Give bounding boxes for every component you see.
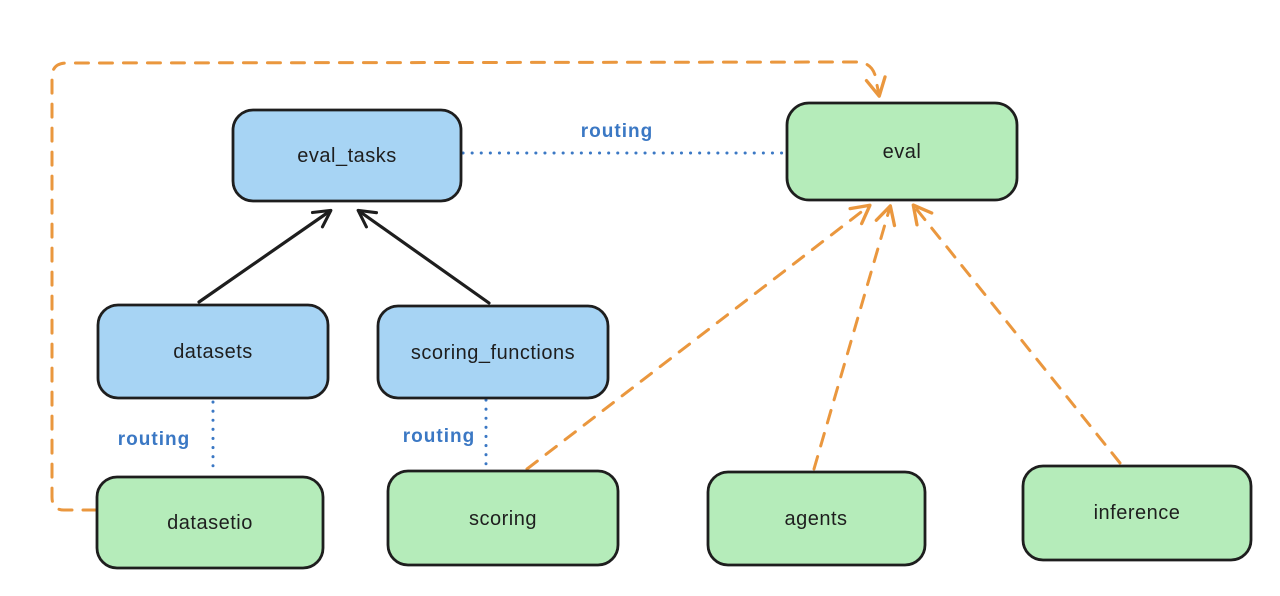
node-datasets-box <box>96 303 330 400</box>
node-scoring-box <box>386 469 620 567</box>
edge-scoring-functions-to-eval-tasks <box>356 208 491 305</box>
node-datasetio-box <box>95 475 325 570</box>
edge-inference-to-eval <box>911 203 1122 465</box>
node-eval-tasks: eval_tasks <box>231 108 463 203</box>
node-scoring: scoring <box>386 469 620 567</box>
node-eval-label: eval <box>883 141 922 163</box>
routing-label-eval-tasks-eval: routing <box>581 121 653 142</box>
node-datasetio-label: datasetio <box>167 512 253 534</box>
node-scoring-label: scoring <box>469 508 537 530</box>
node-scoring-functions-label: scoring_functions <box>411 342 575 364</box>
node-scoring-functions: scoring_functions <box>376 304 610 400</box>
edge-scoring-to-eval <box>525 203 872 471</box>
edge-agents-to-eval <box>812 204 897 471</box>
node-agents-label: agents <box>784 508 847 530</box>
node-datasets-label: datasets <box>173 341 253 363</box>
edge-datasetio-to-eval <box>50 60 887 512</box>
node-agents-box <box>706 470 927 567</box>
routing-label-scoring-functions-scoring: routing <box>403 426 475 447</box>
node-eval-tasks-label: eval_tasks <box>297 145 397 167</box>
node-inference: inference <box>1021 464 1253 562</box>
node-eval-box <box>785 101 1019 202</box>
node-eval-tasks-box <box>231 108 463 203</box>
edge-datasets-to-eval-tasks <box>197 208 333 304</box>
node-datasets: datasets <box>96 303 330 400</box>
node-scoring-functions-box <box>376 304 610 400</box>
node-eval: eval <box>785 101 1019 202</box>
node-agents: agents <box>706 470 927 567</box>
node-inference-label: inference <box>1094 502 1181 524</box>
routing-label-datasets-datasetio: routing <box>118 429 190 450</box>
node-inference-box <box>1021 464 1253 562</box>
node-datasetio: datasetio <box>95 475 325 570</box>
